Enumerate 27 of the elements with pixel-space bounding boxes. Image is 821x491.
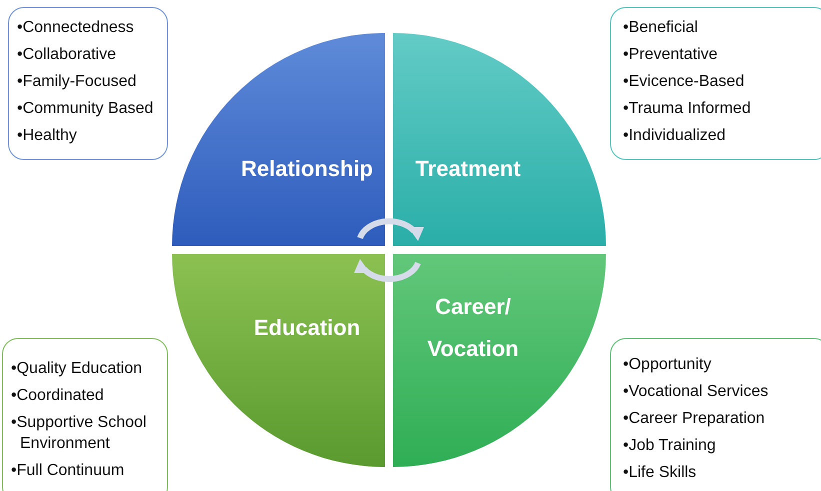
list-item: •Job Training	[623, 436, 717, 456]
list-item: •Supportive School Environment	[11, 413, 148, 454]
text-box	[2, 338, 168, 491]
list-item: •Life Skills	[623, 463, 698, 483]
list-item: •Collaborative	[17, 45, 117, 65]
text-box	[8, 7, 168, 160]
list-item: •Connectedness	[17, 18, 135, 38]
quadrant-title: Treatment	[414, 155, 522, 183]
list-item: •Career Preparation	[623, 409, 766, 429]
list-item: •Vocational Services	[623, 382, 770, 402]
list-item: •Community Based	[17, 99, 154, 119]
quadrant-title: Education	[252, 314, 362, 342]
list-item: •Trauma Informed	[623, 99, 752, 119]
list-item: •Family-Focused	[17, 72, 138, 92]
text-box	[610, 7, 821, 160]
list-item: •Full Continuum	[11, 461, 126, 481]
list-item: •Evicence-Based	[623, 72, 746, 92]
list-item: •Preventative	[623, 45, 719, 65]
list-item: •Healthy	[17, 126, 78, 146]
quadrant-title: Career/ Vocation	[426, 293, 520, 363]
quadrant-title: Relationship	[240, 155, 374, 183]
list-item: •Opportunity	[623, 355, 712, 375]
text-box	[610, 338, 821, 491]
list-item: •Quality Education	[11, 359, 144, 379]
list-item: •Beneficial	[623, 18, 699, 38]
list-item: •Coordinated	[11, 386, 105, 406]
list-item: •Individualized	[623, 126, 727, 146]
